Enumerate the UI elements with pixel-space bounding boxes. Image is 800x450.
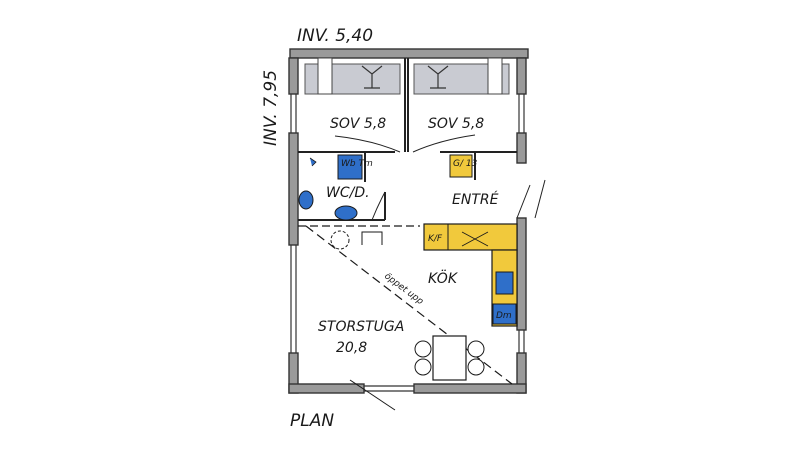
windows (290, 94, 525, 392)
closet-right (487, 57, 503, 95)
living-room-label: STORSTUGA (318, 319, 404, 335)
west-wall-mid (288, 132, 299, 246)
east-wall-mid (516, 132, 527, 164)
door-arcs (334, 134, 546, 221)
wardrobe-label: G/ 13 (453, 159, 478, 169)
chair (467, 340, 485, 358)
east-wall-upper (516, 57, 527, 95)
washer-dryer (337, 154, 363, 180)
north-wall (289, 48, 529, 59)
plan-caption: PLAN (290, 411, 334, 431)
fridge-freezer-label: K/F (428, 234, 443, 244)
chair (414, 358, 432, 376)
interior-walls (298, 58, 517, 221)
wardrobe-arrow-right (427, 65, 449, 89)
stove (495, 271, 514, 295)
width-dimension: INV. 5,40 (297, 26, 373, 46)
bedroom-left-label: SOV 5,8 (330, 116, 386, 132)
dishwasher (492, 303, 517, 325)
bedroom-furniture (304, 57, 510, 95)
kitchen-counter: Dm K/F (423, 223, 518, 327)
dining-set (414, 335, 485, 381)
washer-dryer-label: Wb Tm (341, 159, 373, 169)
dishwasher-label: Dm (496, 311, 512, 321)
south-wall-left (288, 383, 365, 394)
toilet (298, 190, 314, 210)
entry-label: ENTRÉ (452, 191, 499, 208)
bedroom-right-label: SOV 5,8 (428, 116, 484, 132)
closet-left (317, 57, 333, 95)
south-wall-right (413, 383, 527, 394)
bathroom-fixtures: Wb Tm (298, 154, 373, 221)
kitchen-label: KÖK (428, 269, 459, 287)
dining-table (432, 335, 467, 381)
open-ceiling-diagonal (305, 225, 513, 385)
chair (414, 340, 432, 358)
living-room-area: 20,8 (336, 340, 367, 356)
outer-walls (288, 48, 529, 394)
column-mark (361, 231, 383, 245)
wc-label: WC/D. (326, 185, 370, 201)
sink (334, 205, 358, 221)
east-wall-kitchen (516, 217, 527, 331)
wardrobe-arrow-left (361, 65, 383, 89)
wardrobe (449, 154, 473, 178)
stove-circle (330, 230, 350, 250)
west-wall-upper (288, 57, 299, 95)
shower-icon (309, 157, 317, 167)
depth-dimension: INV. 7,95 (261, 70, 281, 146)
entrance-line (349, 379, 396, 411)
chair (467, 358, 485, 376)
